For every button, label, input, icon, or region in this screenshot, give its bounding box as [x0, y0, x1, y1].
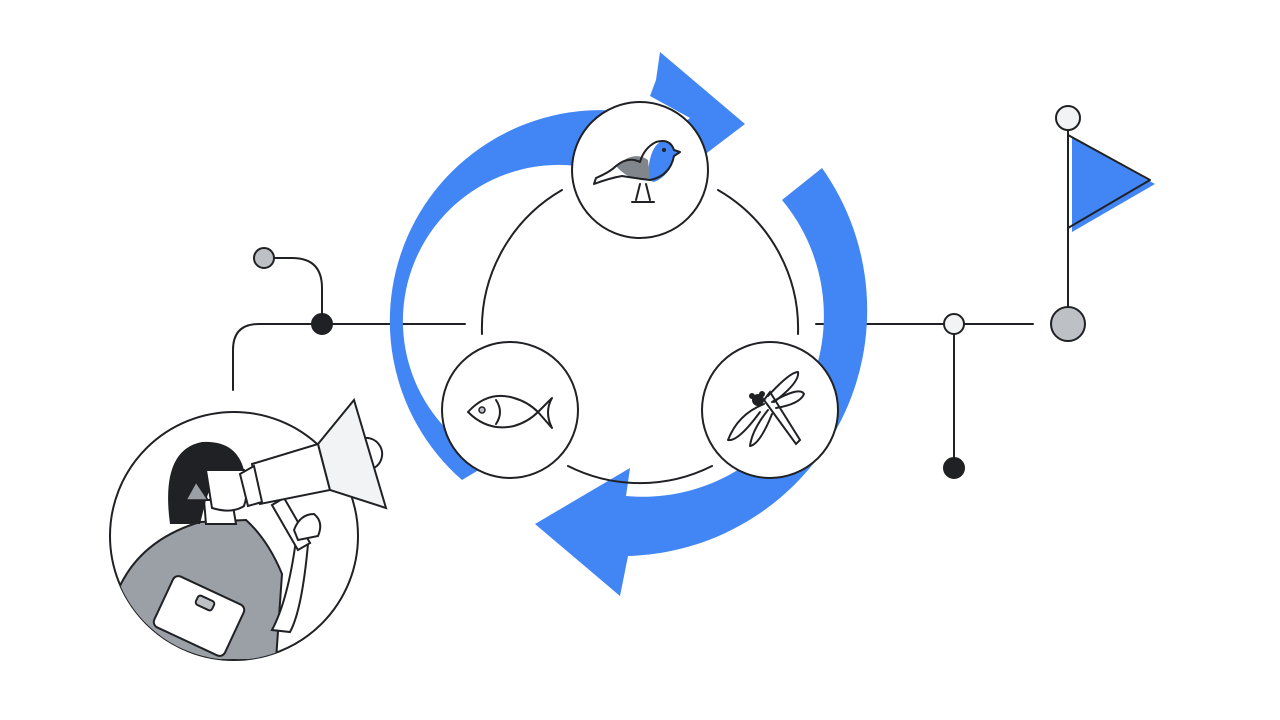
dark-node-bottom-right — [943, 457, 965, 479]
dark-node-left — [311, 313, 333, 335]
inner-cycle-ring — [480, 189, 800, 485]
bird-icon — [593, 140, 681, 203]
dragonfly-icon — [727, 371, 805, 447]
right-connector-lines — [815, 313, 1034, 479]
dragonfly-node — [701, 341, 839, 479]
flag-icon — [1050, 105, 1155, 342]
megaphone-icon — [238, 397, 388, 552]
grey-node-top-left — [253, 247, 275, 269]
fish-node — [441, 341, 579, 479]
clipboard-icon — [152, 575, 246, 657]
person-with-megaphone — [109, 397, 388, 661]
left-connector-lines — [232, 247, 466, 391]
fish-icon — [467, 394, 553, 429]
light-node-right — [943, 313, 965, 335]
bird-node — [571, 101, 709, 239]
cycle-arrow-right — [535, 168, 868, 596]
